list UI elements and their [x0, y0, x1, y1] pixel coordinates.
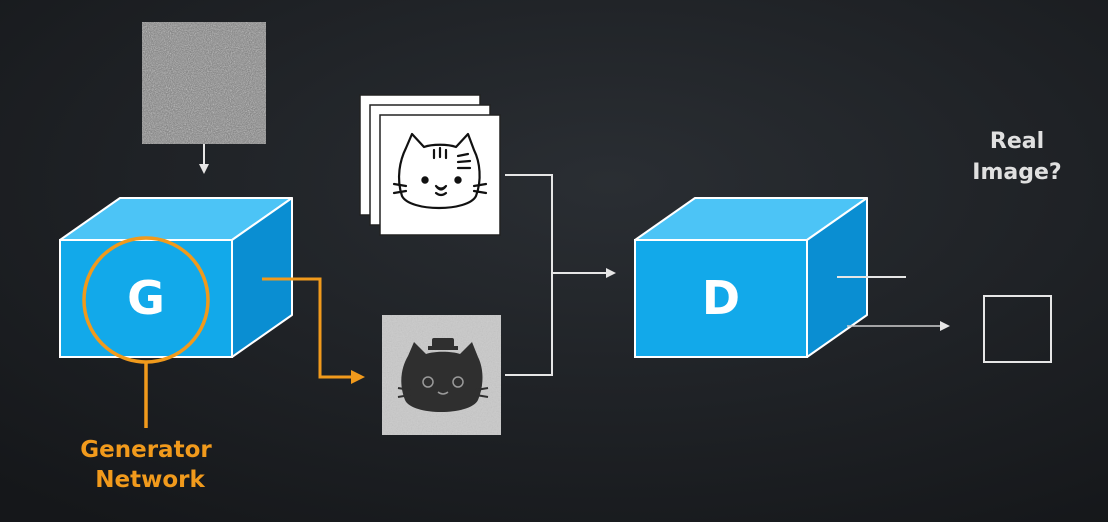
output-question-line2: Image?: [972, 160, 1061, 185]
generator-to-fake-arrow: [262, 277, 365, 384]
fake-cat-drawing: [397, 338, 489, 412]
generator-letter: G: [127, 271, 165, 325]
discriminator-letter: D: [702, 271, 740, 325]
fake-image: [382, 315, 501, 435]
generator-caption-line2: Network: [95, 467, 205, 493]
discriminator-cube-front: [634, 239, 808, 358]
discriminator-cube: D: [634, 197, 868, 358]
output-box: [983, 295, 1052, 363]
fake-to-discriminator-connector: [505, 273, 553, 376]
real-image-stack: [359, 94, 501, 236]
output-question-line1: Real: [990, 129, 1044, 154]
generator-cube-front: [59, 239, 233, 358]
noise-input-image: [142, 22, 266, 144]
real-to-discriminator-connector: [505, 174, 553, 273]
generator-caption-line1: Generator: [80, 437, 212, 463]
real-cat-drawing: [392, 132, 488, 210]
